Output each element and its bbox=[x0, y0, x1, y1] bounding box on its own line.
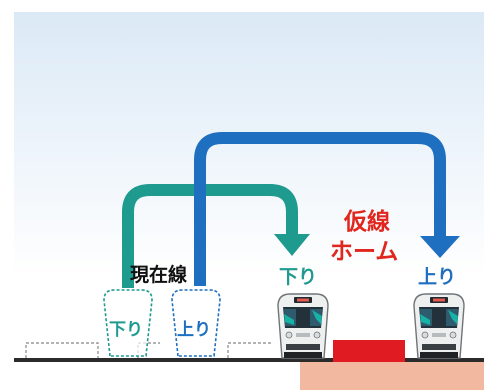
temporary-platform bbox=[333, 340, 405, 362]
up-label-temp: 上り bbox=[418, 266, 457, 288]
train-up bbox=[413, 293, 465, 359]
up-route-arrow bbox=[194, 132, 460, 286]
down-label-current: 下り bbox=[109, 320, 143, 340]
track-line bbox=[14, 358, 484, 362]
down-label-temp: 下り bbox=[279, 266, 318, 288]
current-down-slot bbox=[103, 289, 153, 357]
train-down bbox=[277, 293, 329, 359]
ground-block bbox=[300, 362, 484, 390]
down-route-arrow bbox=[122, 184, 310, 288]
temporary-platform-label-line1: 仮線 bbox=[344, 209, 390, 235]
current-line-label: 現在線 bbox=[130, 264, 188, 286]
current-up-slot bbox=[171, 289, 221, 357]
up-label-current: 上り bbox=[177, 320, 211, 340]
temporary-platform-label-line2: ホーム bbox=[330, 239, 399, 265]
